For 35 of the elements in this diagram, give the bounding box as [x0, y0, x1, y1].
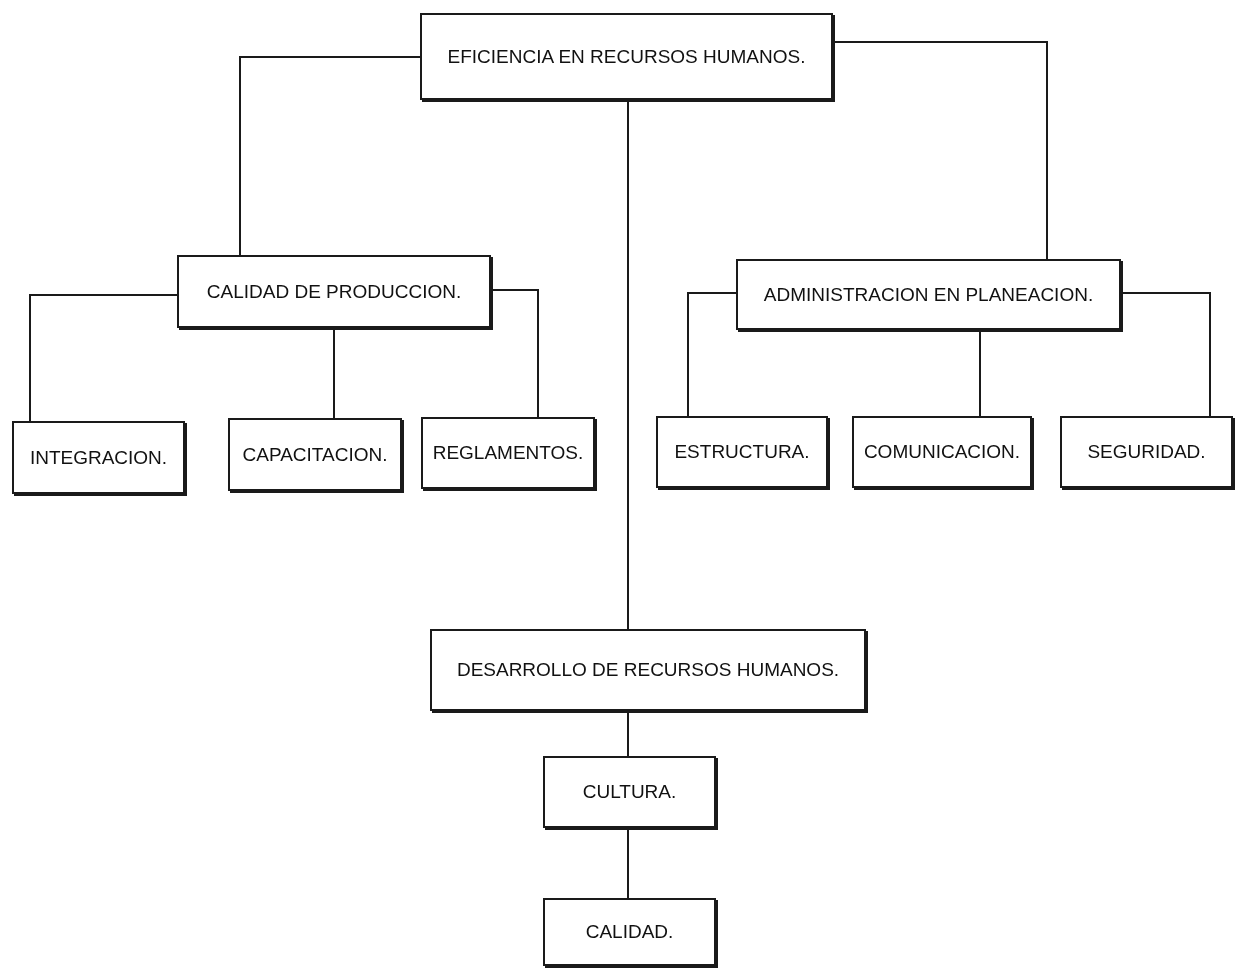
org-box: [736, 259, 1121, 330]
connector-line: [490, 289, 539, 418]
box-label: EFICIENCIA EN RECURSOS HUMANOS.: [447, 44, 806, 69]
org-box: [421, 417, 595, 489]
org-box: [177, 255, 491, 328]
connector-line: [979, 329, 981, 417]
org-box: [543, 756, 716, 828]
org-box: [228, 418, 402, 491]
box-label: SEGURIDAD.: [1087, 440, 1206, 464]
box-label: DESARROLLO DE RECURSOS HUMANOS.: [456, 658, 840, 682]
connector-line: [29, 294, 178, 422]
connector-line: [1120, 292, 1211, 417]
box-label: ESTRUCTURA.: [674, 440, 810, 464]
box-label: CALIDAD.: [585, 920, 674, 944]
connector-line: [687, 292, 737, 417]
box-label: REGLAMENTOS.: [432, 441, 584, 465]
org-box: [12, 421, 185, 494]
org-box: [1060, 416, 1233, 488]
connector-line: [333, 327, 335, 419]
box-label: INTEGRACION.: [29, 445, 168, 470]
connector-line: [832, 41, 1048, 260]
box-label: CULTURA.: [582, 780, 677, 804]
box-label: CALIDAD DE PRODUCCION.: [206, 279, 462, 304]
connector-line: [627, 710, 629, 757]
org-box: [656, 416, 828, 488]
org-box: [420, 13, 833, 100]
org-box: [543, 898, 716, 966]
box-label: CAPACITACION.: [242, 442, 388, 467]
box-label: COMUNICACION.: [863, 440, 1021, 464]
org-box: [852, 416, 1032, 488]
box-label: ADMINISTRACION EN PLANEACION.: [763, 282, 1094, 307]
org-box: [430, 629, 866, 711]
connector-line: [239, 56, 421, 256]
connector-line: [627, 99, 629, 630]
connector-line: [627, 827, 629, 899]
